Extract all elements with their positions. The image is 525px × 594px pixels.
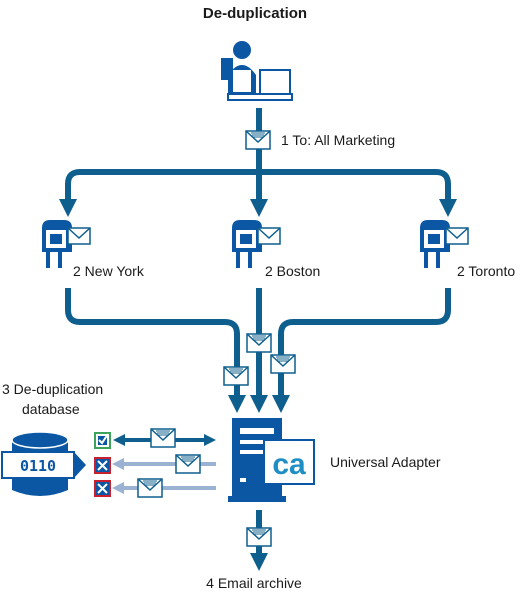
database-icon: 0110 [1, 431, 86, 496]
mailbox-label-new-york: 2 New York [73, 263, 145, 279]
database-bits: 0110 [20, 457, 56, 475]
mailbox-icon [419, 219, 469, 269]
ca-logo-text: ca [272, 448, 306, 481]
checkbox-checked-icon [94, 432, 111, 449]
envelope-icon [245, 130, 271, 150]
mailbox-label-toronto: 2 Toronto [457, 263, 515, 279]
universal-adapter-label: Universal Adapter [330, 454, 441, 470]
checkbox-rejected-icon [94, 457, 111, 474]
person-at-computer-icon [221, 41, 293, 101]
flow-from-new-york [65, 288, 246, 413]
email-archive-label: 4 Email archive [206, 575, 302, 591]
flow-branch-left [59, 169, 259, 217]
diagram-title: De-duplication [203, 5, 307, 22]
dedup-database-label-line1: 3 De-duplication [2, 381, 103, 397]
flow-from-toronto [272, 288, 451, 413]
mailbox-icon [231, 219, 281, 269]
server-icon [228, 418, 286, 502]
envelope-icon [137, 478, 163, 498]
envelope-icon [246, 333, 272, 353]
mailbox-label-boston: 2 Boston [265, 263, 320, 279]
flow-branch-right [259, 169, 457, 217]
dedup-database-label-line2: database [22, 401, 80, 417]
mailbox-icon [41, 219, 91, 269]
checkbox-rejected-icon [94, 480, 111, 497]
envelope-icon [270, 354, 296, 374]
envelope-icon [223, 366, 249, 386]
sender-message-label: 1 To: All Marketing [281, 132, 395, 148]
envelope-icon [150, 428, 176, 448]
envelope-icon [246, 527, 272, 547]
ca-logo-icon: ca [263, 439, 315, 485]
envelope-icon [175, 454, 201, 474]
